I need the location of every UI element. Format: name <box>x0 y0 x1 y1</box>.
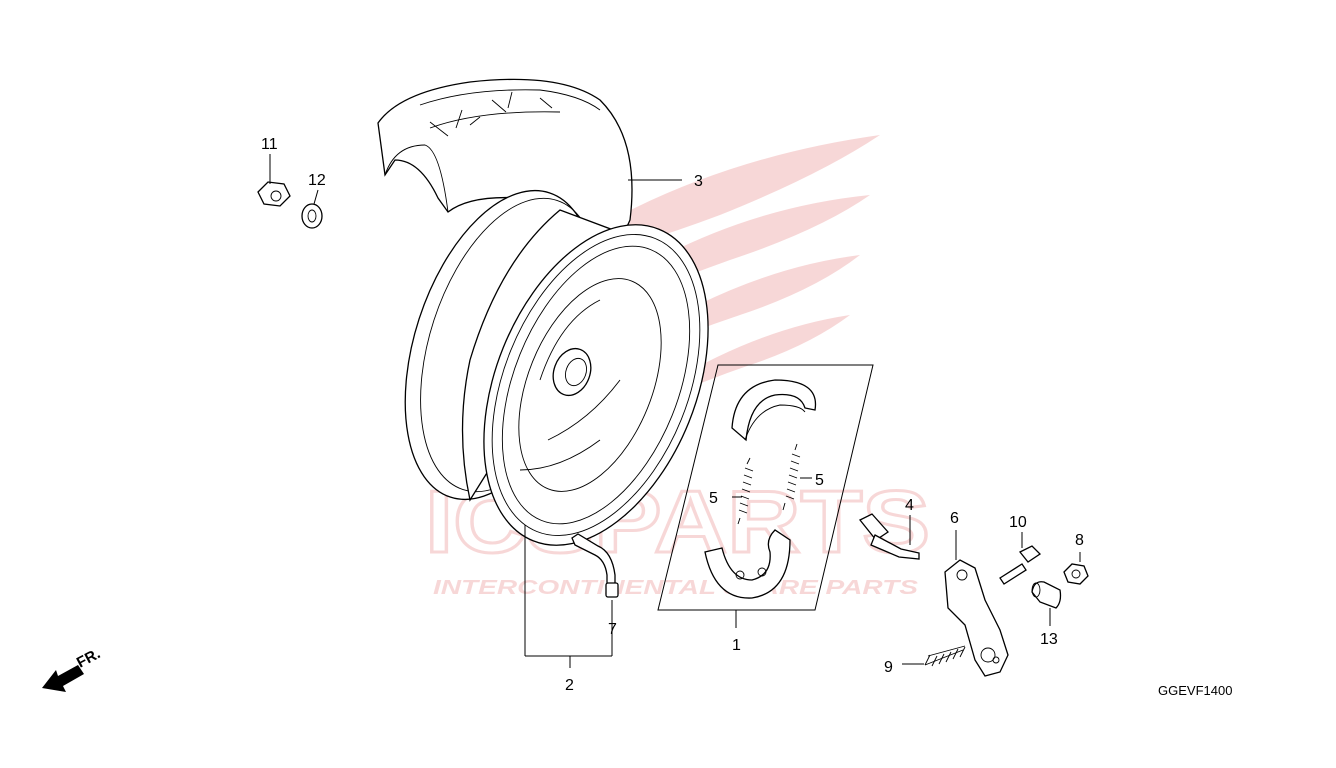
callout-11: 11 <box>261 136 278 153</box>
cam-bolt-part <box>858 513 920 560</box>
washer-part-12 <box>301 203 323 229</box>
callout-6: 6 <box>950 510 959 527</box>
callout-4: 4 <box>905 497 914 514</box>
nut-part-7 <box>1063 563 1089 585</box>
bolt-part-10 <box>999 545 1042 585</box>
brake-shoe-set-outline <box>657 364 874 611</box>
watermark-tagline: INTERCONTINENTAL SPARE PARTS <box>433 577 919 599</box>
callout-10: 10 <box>1009 514 1027 531</box>
spring-part-8 <box>924 645 966 667</box>
callout-12: 12 <box>308 172 326 189</box>
callout-2: 2 <box>565 677 574 694</box>
wheel-rim-part <box>404 189 709 546</box>
callout-3: 3 <box>694 173 703 190</box>
brake-spring-right <box>782 443 801 511</box>
valve-part <box>571 533 619 598</box>
front-direction-arrow: FR. <box>42 645 103 692</box>
nut-part-11 <box>257 181 291 207</box>
brake-spring-left <box>737 457 754 525</box>
leader-lines <box>269 154 1081 668</box>
tire-part <box>377 78 633 243</box>
callout-5-left: 5 <box>709 490 718 507</box>
callout-1: 1 <box>732 637 741 654</box>
callout-5-right: 5 <box>815 472 824 489</box>
collar-part-13 <box>1031 581 1062 609</box>
bracket-part <box>944 559 1009 677</box>
brake-shoe-lower <box>704 529 791 599</box>
callout-7: 8 <box>1075 532 1084 549</box>
diagram-code: GGEVF1400 <box>1158 683 1232 698</box>
callout-labels: 3 2 7 1 5 5 4 6 10 8 13 9 11 12 <box>261 136 1084 694</box>
callout-9: 7 <box>608 621 617 638</box>
callout-13: 13 <box>1040 631 1058 648</box>
callout-8: 9 <box>884 659 893 676</box>
brake-shoe-upper <box>731 379 817 442</box>
